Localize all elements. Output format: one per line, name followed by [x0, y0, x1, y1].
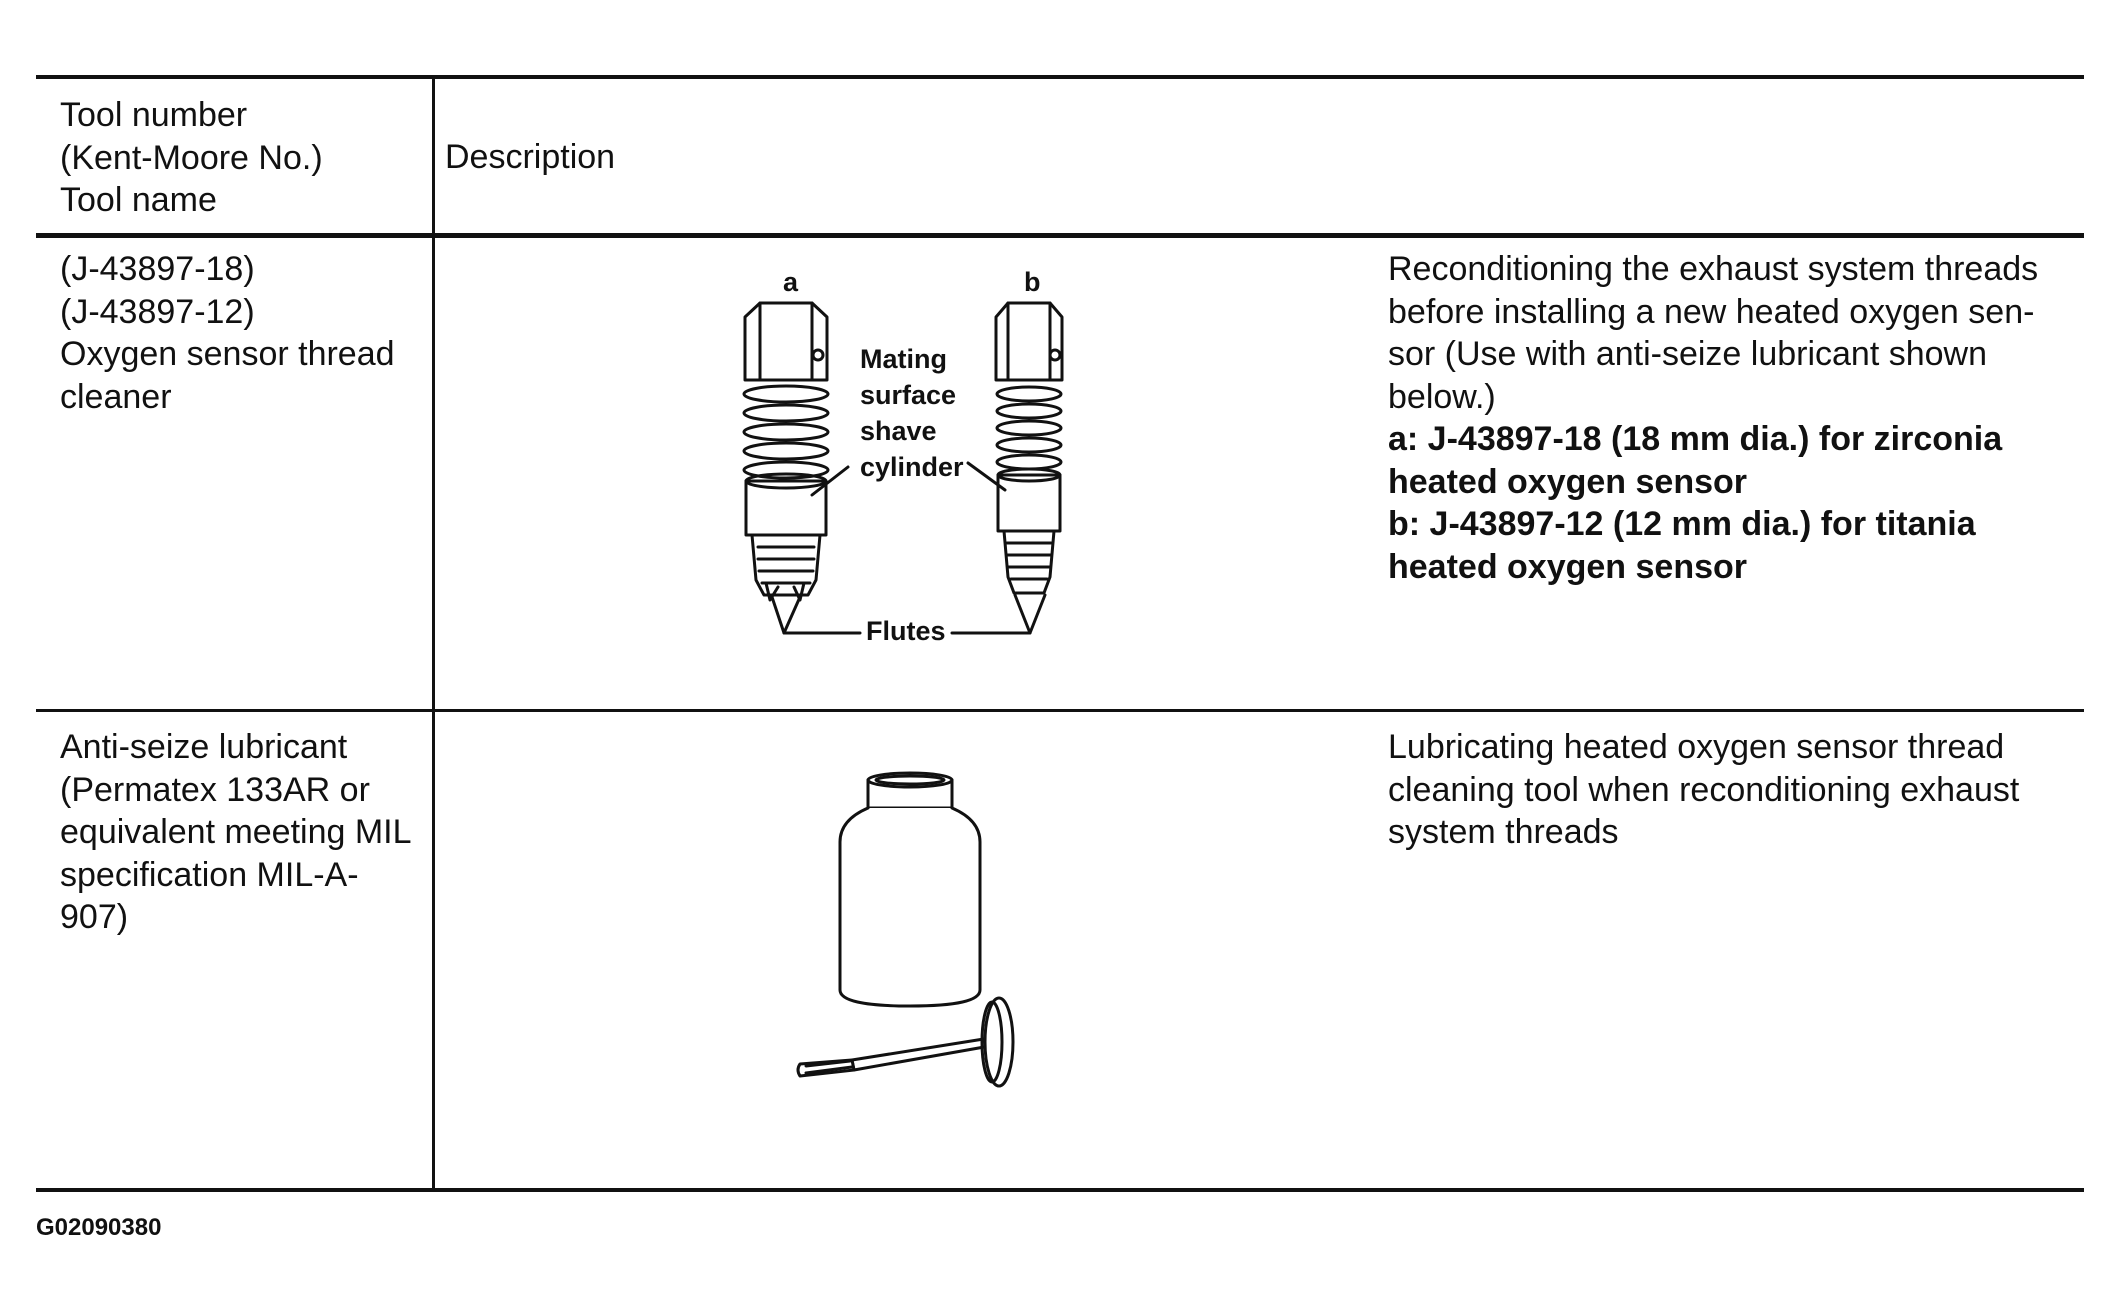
- thread-cleaner-b-drawing: [994, 301, 1064, 595]
- thread-cleaner-a-drawing: [742, 301, 830, 602]
- row1-tool-line: Oxygen sensor thread: [60, 335, 395, 373]
- header-tool-line: Tool number: [60, 96, 248, 134]
- row1-tool-line: (J-43897-18): [60, 250, 255, 288]
- callout-line: Mating: [860, 344, 947, 374]
- header-tool-line: Tool name: [60, 181, 217, 219]
- mating-surface-callout: Mating surface shave cylinder: [860, 341, 964, 485]
- tool-label-b: b: [1024, 267, 1041, 297]
- header-description: Description: [445, 138, 616, 176]
- figure-code: G02090380: [36, 1214, 162, 1241]
- row1-description-line: Reconditioning the exhaust system thread…: [1388, 250, 2039, 288]
- row1-description-cell: Reconditioning the exhaust system thread…: [1388, 248, 2038, 588]
- column-divider: [432, 79, 435, 1190]
- callout-line: surface: [860, 380, 957, 410]
- row1-description-bold-line: b: J-43897-12 (12 mm dia.) for titania: [1388, 505, 1976, 543]
- row2-tool-line: 907): [60, 898, 129, 936]
- brush-drawing: [796, 996, 1015, 1088]
- bottle-drawing: [838, 771, 982, 1008]
- row1-description-bold-line: a: J-43897-18 (18 mm dia.) for zirconia: [1388, 420, 2003, 458]
- row2-description-line: system threads: [1388, 813, 1619, 851]
- row1-tool-cell: (J-43897-18) (J-43897-12) Oxygen sensor …: [60, 248, 395, 418]
- table-bottom-border: [36, 1188, 2084, 1192]
- row1-description-bold-line: heated oxygen sensor: [1388, 462, 1748, 501]
- row1-bottom-border: [36, 709, 2084, 712]
- flutes-label: Flutes: [866, 616, 946, 646]
- row1-tool-line: cleaner: [60, 377, 172, 416]
- row2-description-line: Lubricating heated oxygen sensor thread: [1388, 728, 2005, 766]
- row2-tool-line: equivalent meeting MIL: [60, 813, 412, 851]
- thread-cleaner-illustration: [742, 301, 1064, 635]
- row2-tool-cell: Anti-seize lubricant (Permatex 133AR or …: [60, 726, 412, 939]
- table-top-border: [36, 75, 2084, 79]
- row2-tool-line: Anti-seize lubricant: [60, 728, 348, 766]
- header-tool-line: (Kent-Moore No.): [60, 138, 323, 177]
- lubricant-bottle-brush-illustration: [796, 771, 1015, 1088]
- row2-description-cell: Lubricating heated oxygen sensor thread …: [1388, 726, 2019, 854]
- callout-line: shave: [860, 416, 937, 446]
- row2-tool-line: (Permatex 133AR or: [60, 770, 370, 809]
- tool-label-a: a: [783, 267, 799, 297]
- header-description-cell: Description: [445, 136, 615, 179]
- row2-tool-line: specification MIL-A-: [60, 855, 359, 894]
- row1-description-line: before installing a new heated oxygen se…: [1388, 292, 2035, 331]
- callout-line: cylinder: [860, 452, 964, 482]
- row1-description-bold-line: heated oxygen sensor: [1388, 547, 1748, 586]
- header-bottom-border: [36, 233, 2084, 238]
- row1-tool-line: (J-43897-12): [60, 292, 255, 331]
- row1-description-line: sor (Use with anti-seize lubricant shown: [1388, 335, 1988, 373]
- header-tool-cell: Tool number (Kent-Moore No.) Tool name: [60, 94, 323, 222]
- row1-description-line: below.): [1388, 377, 1496, 416]
- row2-description-line: cleaning tool when reconditioning exhaus…: [1388, 770, 2020, 809]
